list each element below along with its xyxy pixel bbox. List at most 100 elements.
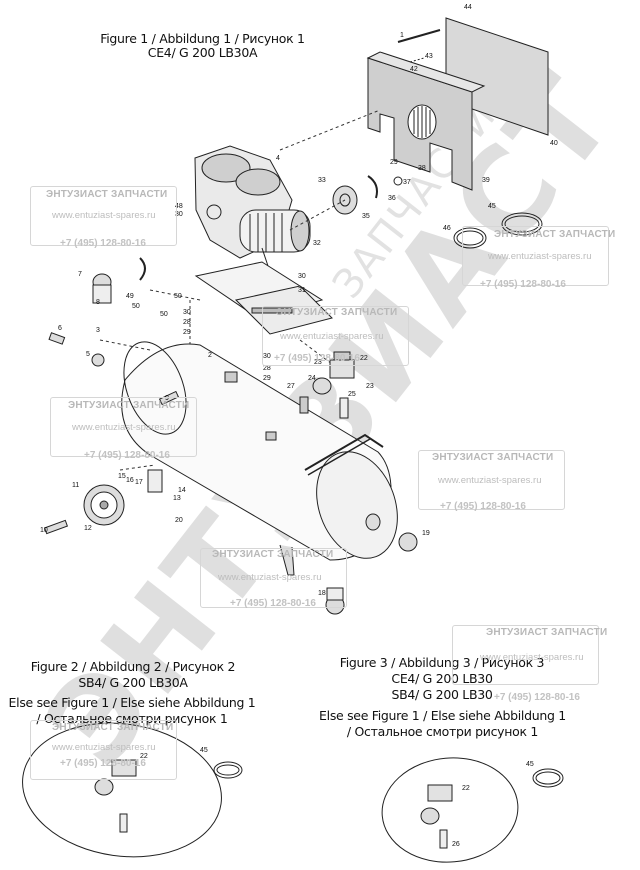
watermark-site: www.entuziast-spares.ru: [280, 331, 384, 342]
label-11: 11: [72, 482, 79, 489]
label-18: 18: [318, 590, 326, 597]
watermark-company: ЭНТУЗИАСТ ЗАПЧАСТИ: [432, 452, 554, 463]
watermark-company: ЭНТУЗИАСТ ЗАПЧАСТИ: [486, 627, 608, 638]
watermark-stamp: [262, 306, 409, 366]
label-50b: 50: [174, 293, 182, 300]
label-45c: 45: [526, 761, 534, 768]
watermark-phone: +7 (495) 128-80-16: [480, 279, 566, 290]
label-27: 27: [287, 383, 295, 390]
figure1-title: Figure 1 / Abbildung 1 / Рисунок 1: [100, 31, 305, 46]
figure3-note-ru: / Остальное смотри рисунок 1: [346, 724, 539, 739]
label-9: 9: [165, 395, 169, 402]
label-43: 43: [425, 53, 433, 60]
watermark-site: www.entuziast-spares.ru: [488, 251, 592, 262]
label-3: 3: [96, 327, 100, 334]
label-36: 36: [388, 195, 396, 202]
fittings: [43, 332, 418, 552]
watermark-company: ЭНТУЗИАСТ ЗАПЧАСТИ: [68, 400, 190, 411]
watermark-site: www.entuziast-spares.ru: [438, 475, 542, 486]
label-35: 35: [362, 213, 370, 220]
watermark-stamp: [50, 397, 197, 457]
watermark-phone: +7 (495) 128-80-16: [60, 238, 146, 249]
watermark-phone: +7 (495) 128-80-16: [274, 353, 360, 364]
watermark-phone: +7 (495) 128-80-16: [494, 692, 580, 703]
figure3-model-2: SB4/ G 200 LB30: [391, 687, 493, 702]
watermark-stamp: [452, 625, 599, 685]
label-42: 42: [410, 66, 418, 73]
label-37: 37: [403, 179, 411, 186]
watermark-company: ЭНТУЗИАСТ ЗАПЧАСТИ: [46, 189, 168, 200]
figure2-title: Figure 2 / Abbildung 2 / Рисунок 2: [30, 659, 236, 674]
label-23: 23: [314, 359, 322, 366]
figure2-note-ru: / Остальное смотри рисунок 1: [36, 711, 228, 726]
motor-plate: [194, 261, 333, 335]
label-10: 10: [40, 527, 48, 534]
label-12: 12: [84, 525, 92, 532]
label-28b: 28: [263, 365, 271, 372]
label-39: 39: [482, 177, 490, 184]
watermark-stamp: [418, 450, 565, 510]
figure2-model: SB4/ G 200 LB30A: [78, 675, 188, 690]
label-33: 33: [318, 177, 326, 184]
label-28: 28: [183, 319, 191, 326]
label-46: 46: [443, 225, 451, 232]
part-numbers: 44 1 43 42 40 39 29 38 37 36 35 33 32 4 …: [40, 4, 558, 848]
watermark-phone: +7 (495) 128-80-16: [60, 758, 146, 769]
label-8: 8: [96, 299, 100, 306]
watermark-site: www.entuziast-spares.ru: [72, 422, 176, 433]
watermark-stamp: [30, 720, 177, 780]
figure3-title: Figure 3 / Abbildung 3 / Рисунок 3: [339, 655, 545, 670]
label-16: 16: [126, 477, 134, 484]
label-45b: 45: [200, 747, 208, 754]
watermark-stamp: [200, 548, 347, 608]
label-1: 1: [400, 32, 404, 39]
watermark-stamp: [30, 186, 177, 246]
watermark-company: ЭНТУЗИАСТ ЗАПЧАСТИ: [52, 722, 174, 733]
label-2: 2: [208, 352, 212, 359]
belt-guard: [366, 17, 549, 191]
figure1-model: CE4/ G 200 LB30A: [147, 45, 258, 60]
label-15: 15: [118, 473, 126, 480]
air-tank: [121, 341, 398, 576]
watermark-phone: +7 (495) 128-80-16: [230, 598, 316, 609]
label-5: 5: [86, 351, 90, 358]
label-30b: 30: [298, 273, 306, 280]
watermark-site: www.entuziast-spares.ru: [52, 210, 156, 221]
watermark-company: ЭНТУЗИАСТ ЗАПЧАСТИ: [276, 307, 398, 318]
label-24: 24: [308, 375, 316, 382]
label-29b: 29: [183, 329, 191, 336]
label-44: 44: [464, 4, 472, 11]
watermark-company: ЭНТУЗИАСТ ЗАПЧАСТИ: [494, 229, 616, 240]
label-50c: 50: [160, 311, 168, 318]
label-48: 48: [175, 203, 183, 210]
label-30c: 30: [183, 309, 191, 316]
label-22: 22: [360, 355, 368, 362]
label-50: 50: [132, 303, 140, 310]
figure2-detail: [22, 722, 243, 858]
watermark-site: www.entuziast-spares.ru: [218, 572, 322, 583]
label-13: 13: [173, 495, 181, 502]
label-31: 31: [298, 287, 306, 294]
compressor-pump: [194, 145, 311, 273]
label-40: 40: [550, 140, 558, 147]
label-22b: 22: [140, 753, 148, 760]
watermark-stamp: [462, 226, 609, 286]
label-7: 7: [78, 271, 82, 278]
watermark-company: ЭНТУЗИАСТ ЗАПЧАСТИ: [212, 549, 334, 560]
label-17: 17: [135, 479, 143, 486]
label-25: 25: [348, 391, 356, 398]
label-29: 29: [390, 159, 398, 166]
leader-lines: [99, 109, 381, 471]
label-20: 20: [175, 517, 183, 524]
watermark-phone: +7 (495) 128-80-16: [84, 450, 170, 461]
label-32: 32: [313, 240, 321, 247]
label-30d: 30: [263, 353, 271, 360]
label-29c: 29: [263, 375, 271, 382]
figure3-model-1: CE4/ G 200 LB30: [391, 671, 493, 686]
hose-set: [453, 212, 543, 249]
watermark-phone: +7 (495) 128-80-16: [440, 501, 526, 512]
label-49: 49: [126, 293, 134, 300]
regulator: [92, 257, 146, 304]
label-38: 38: [418, 165, 426, 172]
